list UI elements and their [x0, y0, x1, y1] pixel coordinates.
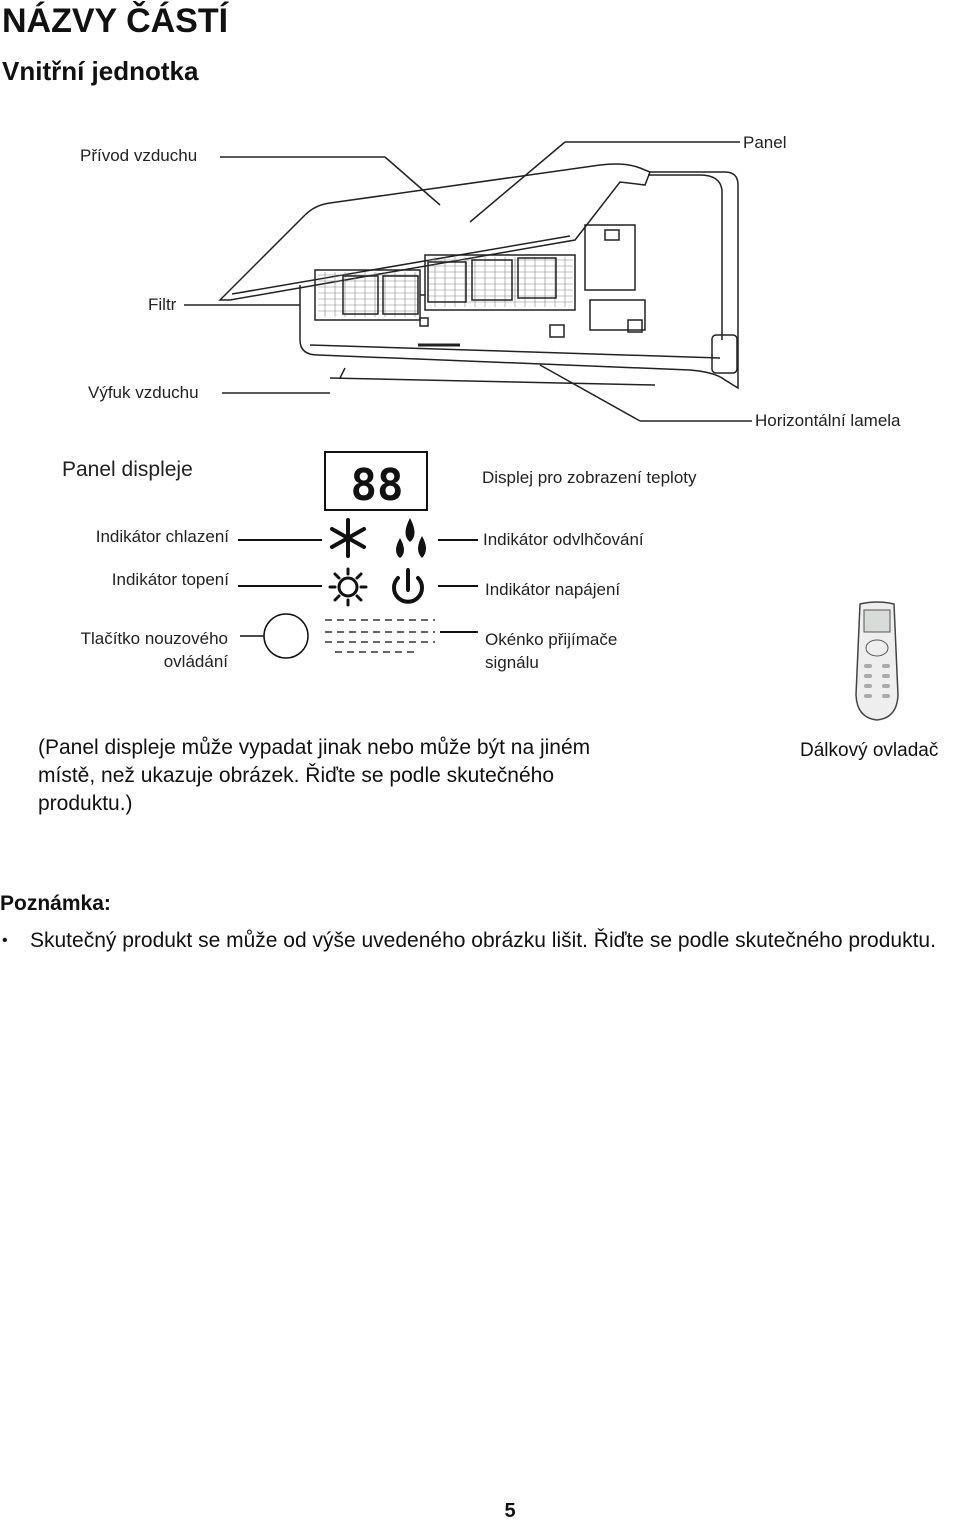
remote-control-illustration: [855, 601, 899, 721]
label-receiver-window-l2: signálu: [485, 653, 539, 672]
label-temperature-display: Displej pro zobrazení teploty: [482, 468, 697, 487]
display-panel-illustration: 88: [324, 451, 435, 653]
indoor-unit-illustration: [184, 141, 752, 422]
label-horizontal-louver: Horizontální lamela: [755, 411, 901, 430]
page-heading: NÁZVY ČÁSTÍ: [2, 2, 229, 40]
sun-icon: [328, 567, 368, 607]
label-receiver-window-l1: Okénko přijímače: [485, 630, 618, 649]
label-heating-indicator: Indikátor topení: [111, 570, 229, 589]
temperature-digits: 88: [351, 460, 404, 511]
note-title: Poznámka:: [0, 892, 111, 915]
label-power-indicator: Indikátor napájení: [485, 580, 621, 599]
snowflake-icon: [330, 518, 366, 558]
label-dehumidify-indicator: Indikátor odvlhčování: [483, 530, 644, 549]
display-panel-title: Panel displeje: [62, 458, 193, 481]
note-text: Skutečný produkt se může od výše uvedené…: [30, 929, 936, 952]
temperature-display: 88: [324, 451, 428, 511]
label-filter: Filtr: [148, 295, 177, 314]
power-icon: [392, 568, 424, 604]
display-panel-note: (Panel displeje může vypadat jinak nebo …: [38, 736, 591, 815]
label-emergency-button-l2: ovládání: [163, 652, 228, 671]
label-cooling-indicator: Indikátor chlazení: [95, 527, 229, 546]
receiver-window: [325, 619, 435, 653]
dehumidify-icon: [396, 518, 426, 558]
display-leader-lines: [238, 539, 478, 633]
label-air-outlet: Výfuk vzduchu: [88, 383, 199, 402]
note-bullet: •: [2, 932, 8, 949]
label-panel: Panel: [743, 133, 787, 152]
emergency-button: [240, 613, 309, 659]
label-emergency-button-l1: Tlačítko nouzového: [80, 629, 228, 648]
section-subheading: Vnitřní jednotka: [2, 56, 199, 86]
label-remote-control: Dálkový ovladač: [800, 740, 939, 761]
page-number: 5: [504, 1500, 516, 1522]
label-air-intake: Přívod vzduchu: [80, 146, 198, 165]
